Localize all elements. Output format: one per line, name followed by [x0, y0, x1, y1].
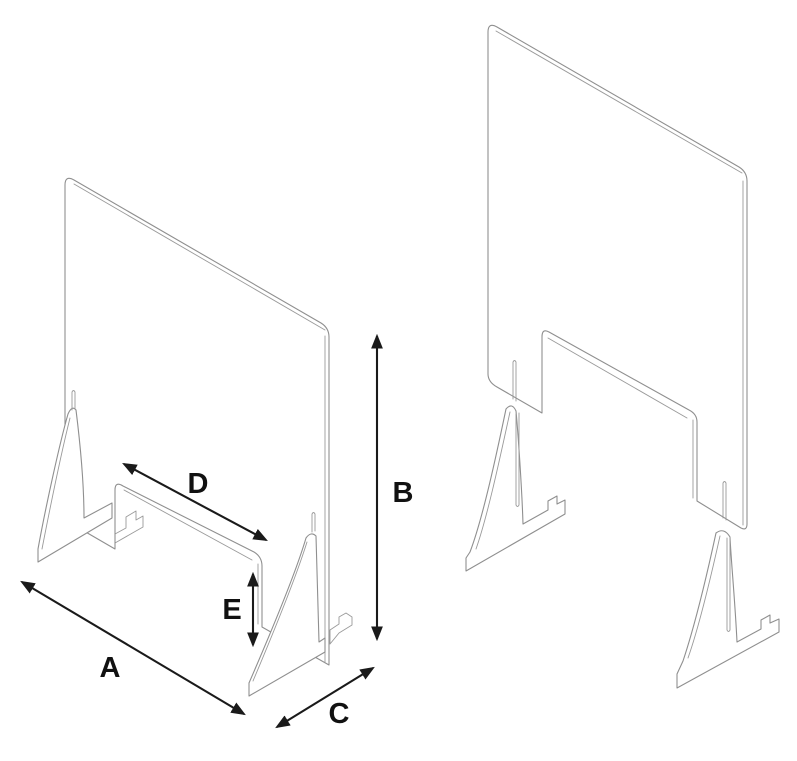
dimension-arrow-c: [275, 666, 375, 729]
right-foot-top-tab: [311, 512, 316, 533]
dimension-label-b: B: [393, 477, 414, 509]
left-foot-2-top-tab: [512, 360, 517, 402]
right-foot-rear-tab: [329, 612, 353, 645]
dimension-arrow-d: [122, 462, 268, 542]
panel-top-edge-line: [73, 183, 326, 331]
left-foot-top-tab: [71, 390, 76, 411]
dimension-label-e: E: [222, 594, 241, 626]
dimension-label-a: A: [100, 652, 121, 684]
dimension-arrow-a: [20, 580, 246, 716]
dimension-b: B: [371, 333, 414, 642]
dimension-label-c: C: [329, 698, 350, 730]
left-foot-rear-tab: [114, 510, 144, 544]
sneeze-guard-plain-view: [465, 24, 780, 689]
left-foot-2: [465, 405, 566, 572]
right-foot-2: [676, 530, 780, 689]
right-foot-2-top-tab: [722, 481, 727, 521]
right-foot-edge-line: [252, 541, 308, 682]
left-foot: [37, 407, 113, 563]
left-foot-edge-line: [41, 417, 71, 550]
screen-panel-2: [487, 24, 748, 530]
panel2-top-edge-line: [495, 30, 743, 174]
dimension-label-d: D: [188, 468, 209, 500]
right-foot-2-slot: [726, 536, 731, 632]
left-foot-2-slot: [515, 412, 520, 507]
dimension-e: E: [222, 571, 259, 648]
right-foot: [248, 533, 326, 697]
dimension-a: A: [20, 580, 246, 716]
panel2-window-top-edge-line: [547, 337, 688, 419]
sneeze-guard-dimensioned-view: A B C D E: [20, 177, 414, 730]
dimension-d: D: [122, 462, 268, 542]
dimension-c: C: [275, 666, 375, 730]
right-foot-2-edge-line: [687, 535, 721, 659]
left-foot-2-edge-line: [475, 411, 511, 550]
screen-panel: [64, 177, 330, 666]
